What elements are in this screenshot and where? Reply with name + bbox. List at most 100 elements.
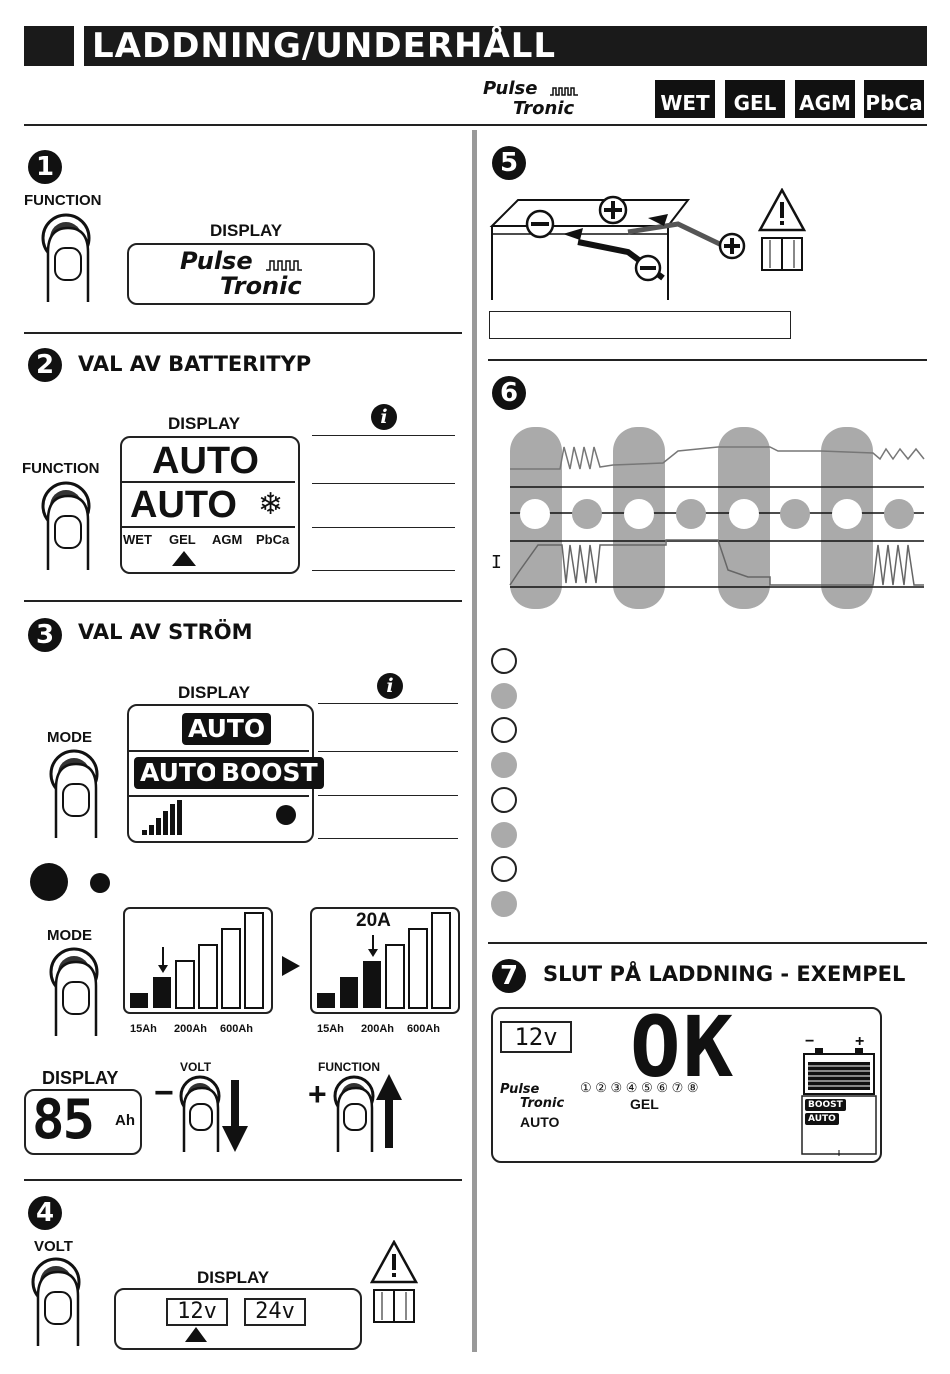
current-label: 20A <box>356 910 391 931</box>
status-ok: OK <box>630 998 736 1096</box>
function-button-label: FUNCTION <box>24 192 102 209</box>
pulse-wave-icon <box>266 260 302 271</box>
battery-plus: + <box>855 1033 865 1050</box>
arrow-down-icon <box>222 1080 248 1152</box>
type-gel: GEL <box>169 532 196 547</box>
section-divider <box>488 359 927 361</box>
display-auto: AUTO <box>152 440 259 482</box>
type-pbca: PbCa <box>256 532 290 547</box>
mode-button-label: MODE <box>47 927 92 944</box>
info-line <box>312 570 455 571</box>
battery-type-gel: GEL <box>725 80 785 118</box>
info-line <box>312 435 455 436</box>
section-divider <box>24 1179 462 1181</box>
display-divider <box>128 795 309 797</box>
end-battery-type: GEL <box>630 1096 659 1112</box>
small-dot-icon <box>90 873 110 893</box>
info-line <box>312 527 455 528</box>
battery-minus: − <box>805 1033 815 1050</box>
voltage-12v: 12v <box>166 1298 228 1326</box>
display-auto-cold: AUTO <box>130 484 237 526</box>
type-wet: WET <box>123 532 152 547</box>
display-label: DISPLAY <box>197 1268 270 1287</box>
display-tronic: Tronic <box>220 272 302 300</box>
selector-triangle-icon <box>185 1327 207 1342</box>
big-dot-icon <box>30 863 68 901</box>
current-axis-label: I <box>491 552 502 573</box>
mode-auto-tag-2: AUTO <box>134 757 224 789</box>
display-capacity <box>24 1089 142 1155</box>
capacity-bars-panel <box>123 907 273 1014</box>
column-divider <box>472 130 477 1352</box>
step-6-number: 6 <box>492 376 526 410</box>
function-button-label: FUNCTION <box>318 1060 380 1074</box>
display-capacity-unit: Ah <box>115 1112 135 1129</box>
mode-button-label: MODE <box>47 729 92 746</box>
finger-press-volt-icon[interactable] <box>176 1074 232 1154</box>
section-divider <box>24 332 462 334</box>
brand-logo-tronic: Tronic <box>513 98 575 119</box>
finger-press-icon[interactable] <box>28 1256 88 1348</box>
pulse-wave-icon <box>550 87 578 96</box>
auto-tag: AUTO <box>805 1113 839 1125</box>
finger-press-icon[interactable] <box>38 212 98 304</box>
display-divider <box>121 481 295 483</box>
battery-clamp-illustration <box>489 195 746 300</box>
warning-manual-icon <box>758 188 806 271</box>
arrow-up-icon <box>376 1074 402 1148</box>
bar-label-15ah: 15Ah <box>130 1023 157 1035</box>
bar-label-600ah: 600Ah <box>220 1023 254 1035</box>
finger-press-icon[interactable] <box>46 946 106 1038</box>
legend-circle-2 <box>491 683 517 709</box>
display-label: DISPLAY <box>210 221 283 240</box>
legend-circle-6 <box>491 822 517 848</box>
display-divider <box>121 526 295 528</box>
function-button-label: FUNCTION <box>22 460 100 477</box>
end-mode: AUTO <box>520 1114 560 1130</box>
battery-type-wet: WET <box>655 80 715 118</box>
stage-indicators: ① ② ③ ④ ⑤ ⑥ ⑦ ⑧ <box>580 1080 699 1095</box>
header-divider <box>24 124 927 126</box>
signal-bars-icon <box>142 800 182 835</box>
battery-type-pbca: PbCa <box>864 80 924 118</box>
display-pulse: Pulse <box>180 247 253 275</box>
charging-curve-diagram <box>509 427 925 609</box>
display-capacity-value: 85 <box>32 1088 95 1151</box>
bar-label-600ah: 600Ah <box>407 1023 441 1035</box>
display-pulse-tronic <box>127 243 375 305</box>
display-divider <box>128 750 309 752</box>
plus-sign: + <box>308 1076 327 1112</box>
volt-button-label: VOLT <box>34 1238 73 1255</box>
mode-boost-tag: BOOST <box>215 757 324 789</box>
finger-press-icon[interactable] <box>46 748 106 840</box>
display-label: DISPLAY <box>168 414 241 433</box>
step-5-number: 5 <box>492 146 526 180</box>
section-title-current: VAL AV STRÖM <box>78 620 253 644</box>
mode-auto-tag: AUTO <box>182 713 272 745</box>
step-1-number: 1 <box>28 150 62 184</box>
minus-sign: − <box>154 1074 174 1112</box>
section-divider <box>24 600 462 602</box>
section-title-end-charge: SLUT PÅ LADDNING - EXEMPEL <box>543 962 906 986</box>
selector-triangle-icon <box>172 551 196 566</box>
finger-press-function-icon[interactable] <box>330 1074 386 1154</box>
header-bar <box>24 26 927 66</box>
page-title: LADDNING/UNDERHÅLL <box>92 26 557 66</box>
brand-logo-pulse: Pulse <box>483 78 538 99</box>
step-2-number: 2 <box>28 348 62 382</box>
legend-circle-1 <box>491 648 517 674</box>
volt-button-label: VOLT <box>180 1060 212 1074</box>
info-line <box>318 795 458 796</box>
legend-circle-8 <box>491 891 517 917</box>
bar-label-200ah: 200Ah <box>361 1023 395 1035</box>
step-3-number: 3 <box>28 618 62 652</box>
finger-press-icon[interactable] <box>38 480 98 572</box>
snowflake-icon: ❄ <box>258 488 284 521</box>
legend-circle-5 <box>491 787 517 813</box>
display-label: DISPLAY <box>42 1068 119 1088</box>
battery-full-icon <box>801 1048 877 1156</box>
brand-pulse-small: Pulse <box>500 1082 540 1097</box>
capacity-bars-panel-selected <box>310 907 460 1014</box>
warning-manual-icon <box>370 1240 418 1323</box>
bar-label-15ah: 15Ah <box>317 1023 344 1035</box>
